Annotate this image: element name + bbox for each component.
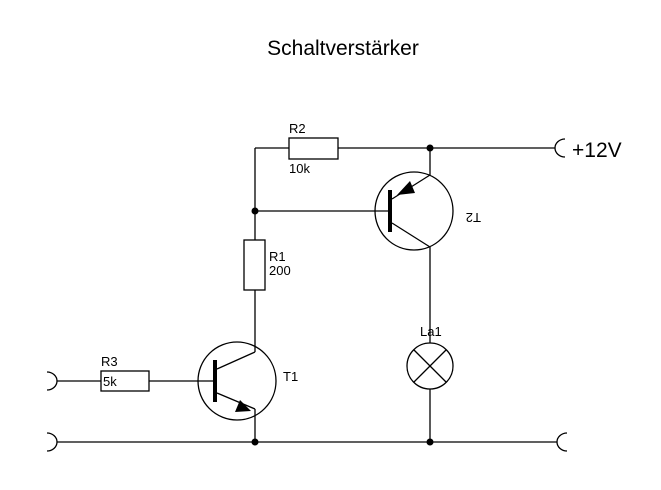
r3-name: R3 — [101, 354, 118, 369]
supply-voltage-label: +12V — [572, 139, 622, 162]
input-terminal-bottom — [46, 432, 58, 452]
transistor-t2: T2 — [374, 171, 481, 251]
lamp-la1: La1 — [406, 324, 454, 390]
diagram-title: Schaltverstärker — [267, 37, 419, 60]
junction-dot — [251, 438, 259, 446]
junction-dot — [251, 207, 259, 215]
junction-dot — [426, 438, 434, 446]
input-terminal-top — [46, 371, 58, 391]
t2-emitter-arrow-icon — [397, 181, 415, 195]
t1-emitter-arrow-icon — [235, 400, 251, 412]
resistor-r2: R2 10k — [288, 121, 339, 176]
r1-name: R1 — [269, 249, 286, 264]
t1-name: T1 — [283, 369, 298, 384]
r1-value: 200 — [269, 263, 291, 278]
resistor-r1: R1 200 — [243, 239, 291, 291]
junction-dots — [251, 144, 434, 446]
supply-terminal — [554, 138, 566, 158]
resistor-r3: R3 5k — [100, 354, 150, 392]
ground-terminal — [556, 432, 568, 452]
r2-name: R2 — [289, 121, 306, 136]
la1-name: La1 — [420, 324, 442, 339]
r3-value: 5k — [103, 374, 117, 389]
junction-dot — [426, 144, 434, 152]
terminals — [46, 138, 568, 452]
r2-value: 10k — [289, 161, 310, 176]
wires — [57, 147, 557, 443]
t2-name: T2 — [466, 210, 481, 225]
transistor-t1: T1 — [197, 341, 298, 421]
